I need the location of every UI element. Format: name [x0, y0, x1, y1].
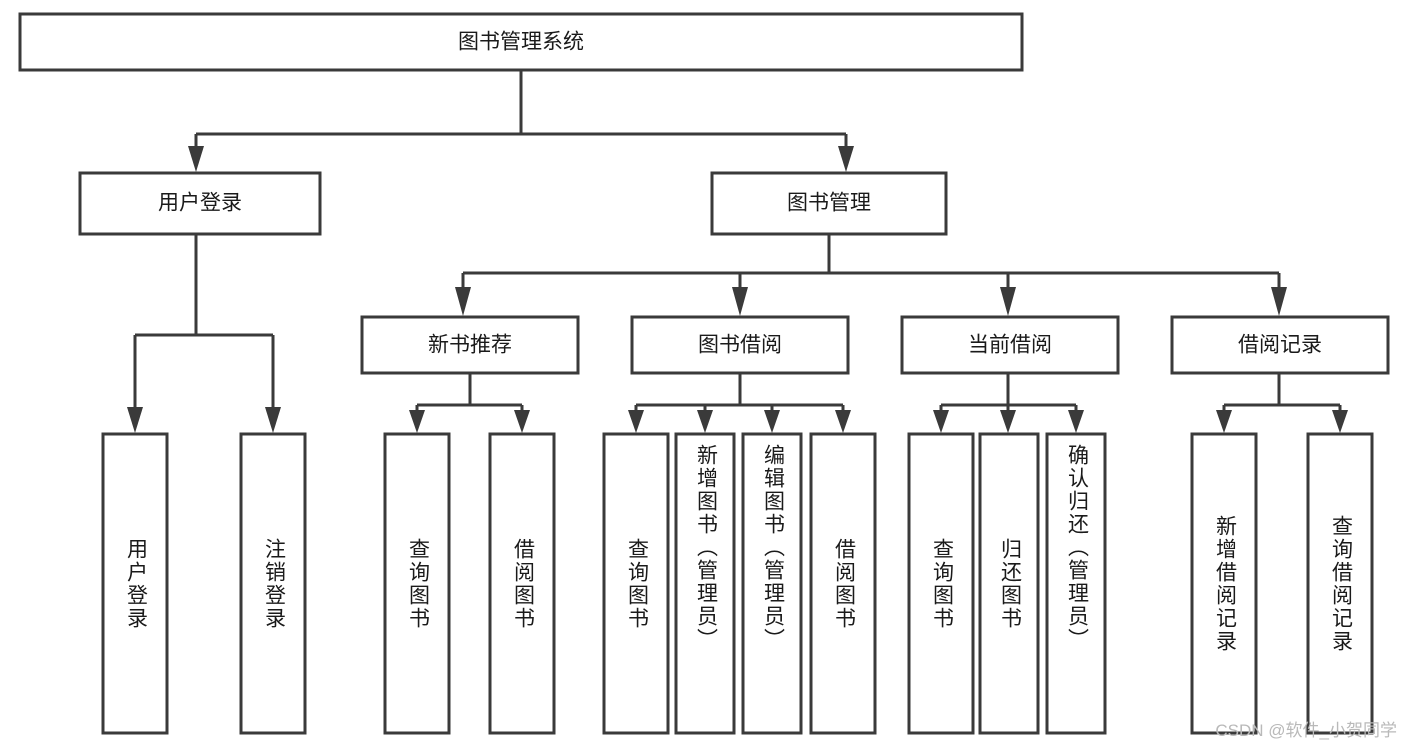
- leaf-add-book-admin[interactable]: [674, 432, 736, 735]
- label-new-book-recommend: 新书推荐: [428, 334, 512, 357]
- connector-borrow-record-to-leaves: [1216, 373, 1348, 433]
- leaf-borrow-book-borrow[interactable]: [809, 432, 877, 735]
- arrow-to-leaf-borrow-book-1: [514, 410, 530, 433]
- arrow-to-leaf-add-record: [1216, 410, 1232, 433]
- arrow-to-leaf-query-record: [1332, 410, 1348, 433]
- leaf-user-login[interactable]: [101, 432, 169, 735]
- arrow-to-leaf-confirm-return: [1068, 410, 1084, 433]
- arrow-to-leaf-borrow-book-2: [835, 410, 851, 433]
- label-root: 图书管理系统: [458, 31, 584, 54]
- connector-current-borrow-to-leaves: [933, 373, 1084, 433]
- arrow-to-leaf-add-book: [697, 410, 713, 433]
- connector-book-manage-to-level3: [455, 234, 1287, 316]
- label-borrow-record: 借阅记录: [1238, 334, 1322, 357]
- leaf-query-book-borrow[interactable]: [602, 432, 670, 735]
- leaf-query-borrow-record[interactable]: [1306, 432, 1374, 735]
- leaf-query-book-current[interactable]: [907, 432, 975, 735]
- node-root-book-management-system[interactable]: [18, 12, 1024, 72]
- arrow-to-leaf-query-book-1: [409, 410, 425, 433]
- node-book-management[interactable]: [710, 171, 948, 236]
- arrow-to-leaf-query-book-3: [933, 410, 949, 433]
- leaf-borrow-book-recommend[interactable]: [488, 432, 556, 735]
- node-book-borrow[interactable]: [630, 315, 850, 375]
- arrow-to-leaf-query-book-2: [628, 410, 644, 433]
- arrow-to-book-borrow: [732, 287, 748, 316]
- leaf-edit-book-admin[interactable]: [741, 432, 803, 735]
- leaf-add-borrow-record[interactable]: [1190, 432, 1258, 735]
- arrow-to-new-book-recommend: [455, 287, 471, 316]
- label-book-management: 图书管理: [787, 192, 871, 215]
- leaf-query-book-recommend[interactable]: [383, 432, 451, 735]
- leaf-logout[interactable]: [239, 432, 307, 735]
- label-current-borrow: 当前借阅: [968, 334, 1052, 357]
- connector-book-borrow-to-leaves: [628, 373, 851, 433]
- connector-root-to-level2: [188, 70, 854, 172]
- node-current-borrow[interactable]: [900, 315, 1120, 375]
- connector-new-book-recommend-to-leaves: [409, 373, 530, 433]
- label-user-login: 用户登录: [158, 192, 242, 215]
- node-new-book-recommend[interactable]: [360, 315, 580, 375]
- arrow-to-leaf-return-book: [1000, 410, 1016, 433]
- arrow-to-book-manage: [838, 146, 854, 172]
- connector-user-login-to-leaves: [127, 234, 281, 433]
- arrow-to-user-login: [188, 146, 204, 172]
- node-borrow-record[interactable]: [1170, 315, 1390, 375]
- arrow-to-current-borrow: [1000, 287, 1016, 316]
- leaf-return-book[interactable]: [978, 432, 1040, 735]
- arrow-to-leaf-edit-book: [764, 410, 780, 433]
- arrow-to-leaf-user-login: [127, 407, 143, 433]
- node-user-login[interactable]: [78, 171, 322, 236]
- arrow-to-leaf-logout: [265, 407, 281, 433]
- label-book-borrow: 图书借阅: [698, 334, 782, 357]
- arrow-to-borrow-record: [1271, 287, 1287, 316]
- leaf-confirm-return-admin[interactable]: [1045, 432, 1107, 735]
